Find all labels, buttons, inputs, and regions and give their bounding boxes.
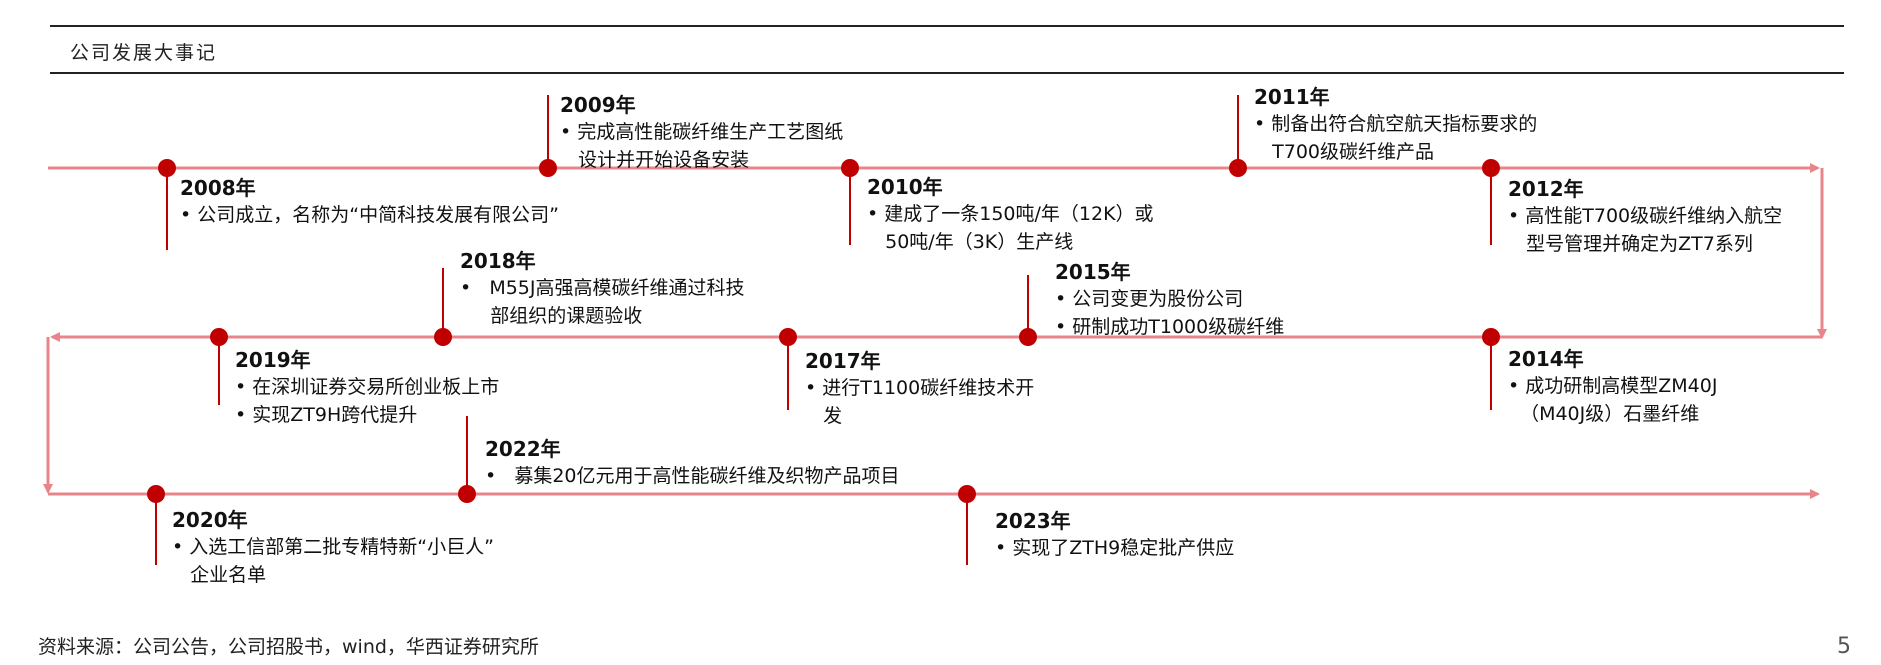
event-year: 2017年 [805, 349, 881, 373]
event-marker [434, 328, 452, 346]
event-year: 2018年 [460, 249, 536, 273]
event-detail-line: • 进行T1100碳纤维技术开 [805, 377, 1035, 399]
timeline-event: 2009年• 完成高性能碳纤维生产工艺图纸 设计并开始设备安装 [560, 92, 843, 174]
event-detail-line: • 实现了ZTH9稳定批产供应 [995, 537, 1235, 559]
event-details: • 募集20亿元用于高性能碳纤维及织物产品项目 [485, 462, 900, 490]
event-details: • 建成了一条150吨/年（12K）或 50吨/年（3K）生产线 [867, 200, 1154, 256]
event-marker [1482, 328, 1500, 346]
event-details: • 实现了ZTH9稳定批产供应 [995, 534, 1234, 562]
event-marker [1229, 159, 1247, 177]
event-year: 2022年 [485, 437, 561, 461]
event-details: • M55J高强高模碳纤维通过科技 部组织的课题验收 [460, 274, 745, 330]
event-detail-line: • 研制成功T1000级碳纤维 [1055, 316, 1285, 338]
event-marker [147, 485, 165, 503]
timeline-event: 2017年• 进行T1100碳纤维技术开 发 [805, 348, 1034, 430]
header-top-rule [50, 25, 1844, 27]
event-detail-line: • 募集20亿元用于高性能碳纤维及织物产品项目 [485, 465, 900, 487]
event-details: • 制备出符合航空航天指标要求的 T700级碳纤维产品 [1254, 110, 1537, 166]
event-detail-line: 型号管理并确定为ZT7系列 [1508, 233, 1753, 255]
event-year: 2012年 [1508, 177, 1584, 201]
event-detail-line: 50吨/年（3K）生产线 [867, 231, 1074, 253]
timeline-diagram [43, 95, 1827, 565]
event-marker [539, 159, 557, 177]
timeline-event: 2020年• 入选工信部第二批专精特新“小巨人” 企业名单 [172, 507, 494, 589]
event-detail-line: • 建成了一条150吨/年（12K）或 [867, 203, 1154, 225]
timeline-event: 2008年 • 公司成立，名称为“中简科技发展有限公司” [180, 175, 559, 229]
event-detail-line: • 完成高性能碳纤维生产工艺图纸 [560, 121, 844, 143]
event-year: 2020年 [172, 508, 248, 532]
timeline-event: 2018年• M55J高强高模碳纤维通过科技 部组织的课题验收 [460, 248, 745, 330]
page-title: 公司发展大事记 [70, 42, 218, 64]
timeline-event: 2010年• 建成了一条150吨/年（12K）或 50吨/年（3K）生产线 [867, 174, 1154, 256]
event-marker [210, 328, 228, 346]
event-year: 2008年 [180, 176, 256, 200]
event-detail-line: • 公司成立，名称为“中简科技发展有限公司” [180, 204, 559, 226]
event-detail-line: • 制备出符合航空航天指标要求的 [1254, 113, 1538, 135]
event-details: • 在深圳证券交易所创业板上市 • 实现ZT9H跨代提升 [235, 373, 499, 429]
event-detail-line: 发 [805, 405, 843, 427]
event-marker [458, 485, 476, 503]
event-year: 2019年 [235, 348, 311, 372]
event-detail-line: • 高性能T700级碳纤维纳入航空 [1508, 205, 1783, 227]
source-note: 资料来源：公司公告，公司招股书，wind，华西证券研究所 [38, 636, 539, 658]
timeline-event: 2012年• 高性能T700级碳纤维纳入航空 型号管理并确定为ZT7系列 [1508, 176, 1782, 258]
event-year: 2023年 [995, 509, 1071, 533]
event-detail-line: • 实现ZT9H跨代提升 [235, 404, 418, 426]
event-detail-line: • 入选工信部第二批专精特新“小巨人” [172, 536, 494, 558]
event-detail-line: • M55J高强高模碳纤维通过科技 [460, 277, 745, 299]
event-year: 2009年 [560, 93, 636, 117]
event-marker [158, 159, 176, 177]
timeline-event: 2022年 • 募集20亿元用于高性能碳纤维及织物产品项目 [485, 436, 900, 490]
event-marker [958, 485, 976, 503]
event-details: • 完成高性能碳纤维生产工艺图纸 设计并开始设备安装 [560, 118, 843, 174]
event-year: 2011年 [1254, 85, 1330, 109]
event-detail-line: 企业名单 [172, 564, 267, 586]
event-marker [1482, 159, 1500, 177]
event-details: • 成功研制高模型ZM40J （M40J级）石墨纤维 [1508, 372, 1717, 428]
header-bottom-rule [50, 72, 1844, 74]
timeline-event: 2019年 • 在深圳证券交易所创业板上市 • 实现ZT9H跨代提升 [235, 347, 499, 429]
event-detail-line: • 在深圳证券交易所创业板上市 [235, 376, 500, 398]
event-year: 2014年 [1508, 347, 1584, 371]
timeline-event: 2023年 • 实现了ZTH9稳定批产供应 [995, 508, 1234, 562]
timeline-event: 2014年• 成功研制高模型ZM40J （M40J级）石墨纤维 [1508, 346, 1717, 428]
event-marker [841, 159, 859, 177]
event-detail-line: 部组织的课题验收 [460, 305, 643, 327]
event-detail-line: • 成功研制高模型ZM40J [1508, 375, 1718, 397]
event-details: • 进行T1100碳纤维技术开 发 [805, 374, 1034, 430]
event-details: • 入选工信部第二批专精特新“小巨人” 企业名单 [172, 533, 494, 589]
event-year: 2015年 [1055, 260, 1131, 284]
event-details: • 高性能T700级碳纤维纳入航空 型号管理并确定为ZT7系列 [1508, 202, 1782, 258]
timeline-event: 2011年• 制备出符合航空航天指标要求的 T700级碳纤维产品 [1254, 84, 1537, 166]
event-marker [1019, 328, 1037, 346]
event-detail-line: • 公司变更为股份公司 [1055, 288, 1244, 310]
event-detail-line: T700级碳纤维产品 [1254, 141, 1434, 163]
event-details: • 公司变更为股份公司 • 研制成功T1000级碳纤维 [1055, 285, 1284, 341]
event-detail-line: 设计并开始设备安装 [560, 149, 750, 171]
event-detail-line: （M40J级）石墨纤维 [1508, 403, 1700, 425]
event-marker [779, 328, 797, 346]
event-details: • 公司成立，名称为“中简科技发展有限公司” [180, 201, 559, 229]
event-year: 2010年 [867, 175, 943, 199]
timeline-event: 2015年 • 公司变更为股份公司 • 研制成功T1000级碳纤维 [1055, 259, 1284, 341]
page-number: 5 [1837, 634, 1851, 659]
